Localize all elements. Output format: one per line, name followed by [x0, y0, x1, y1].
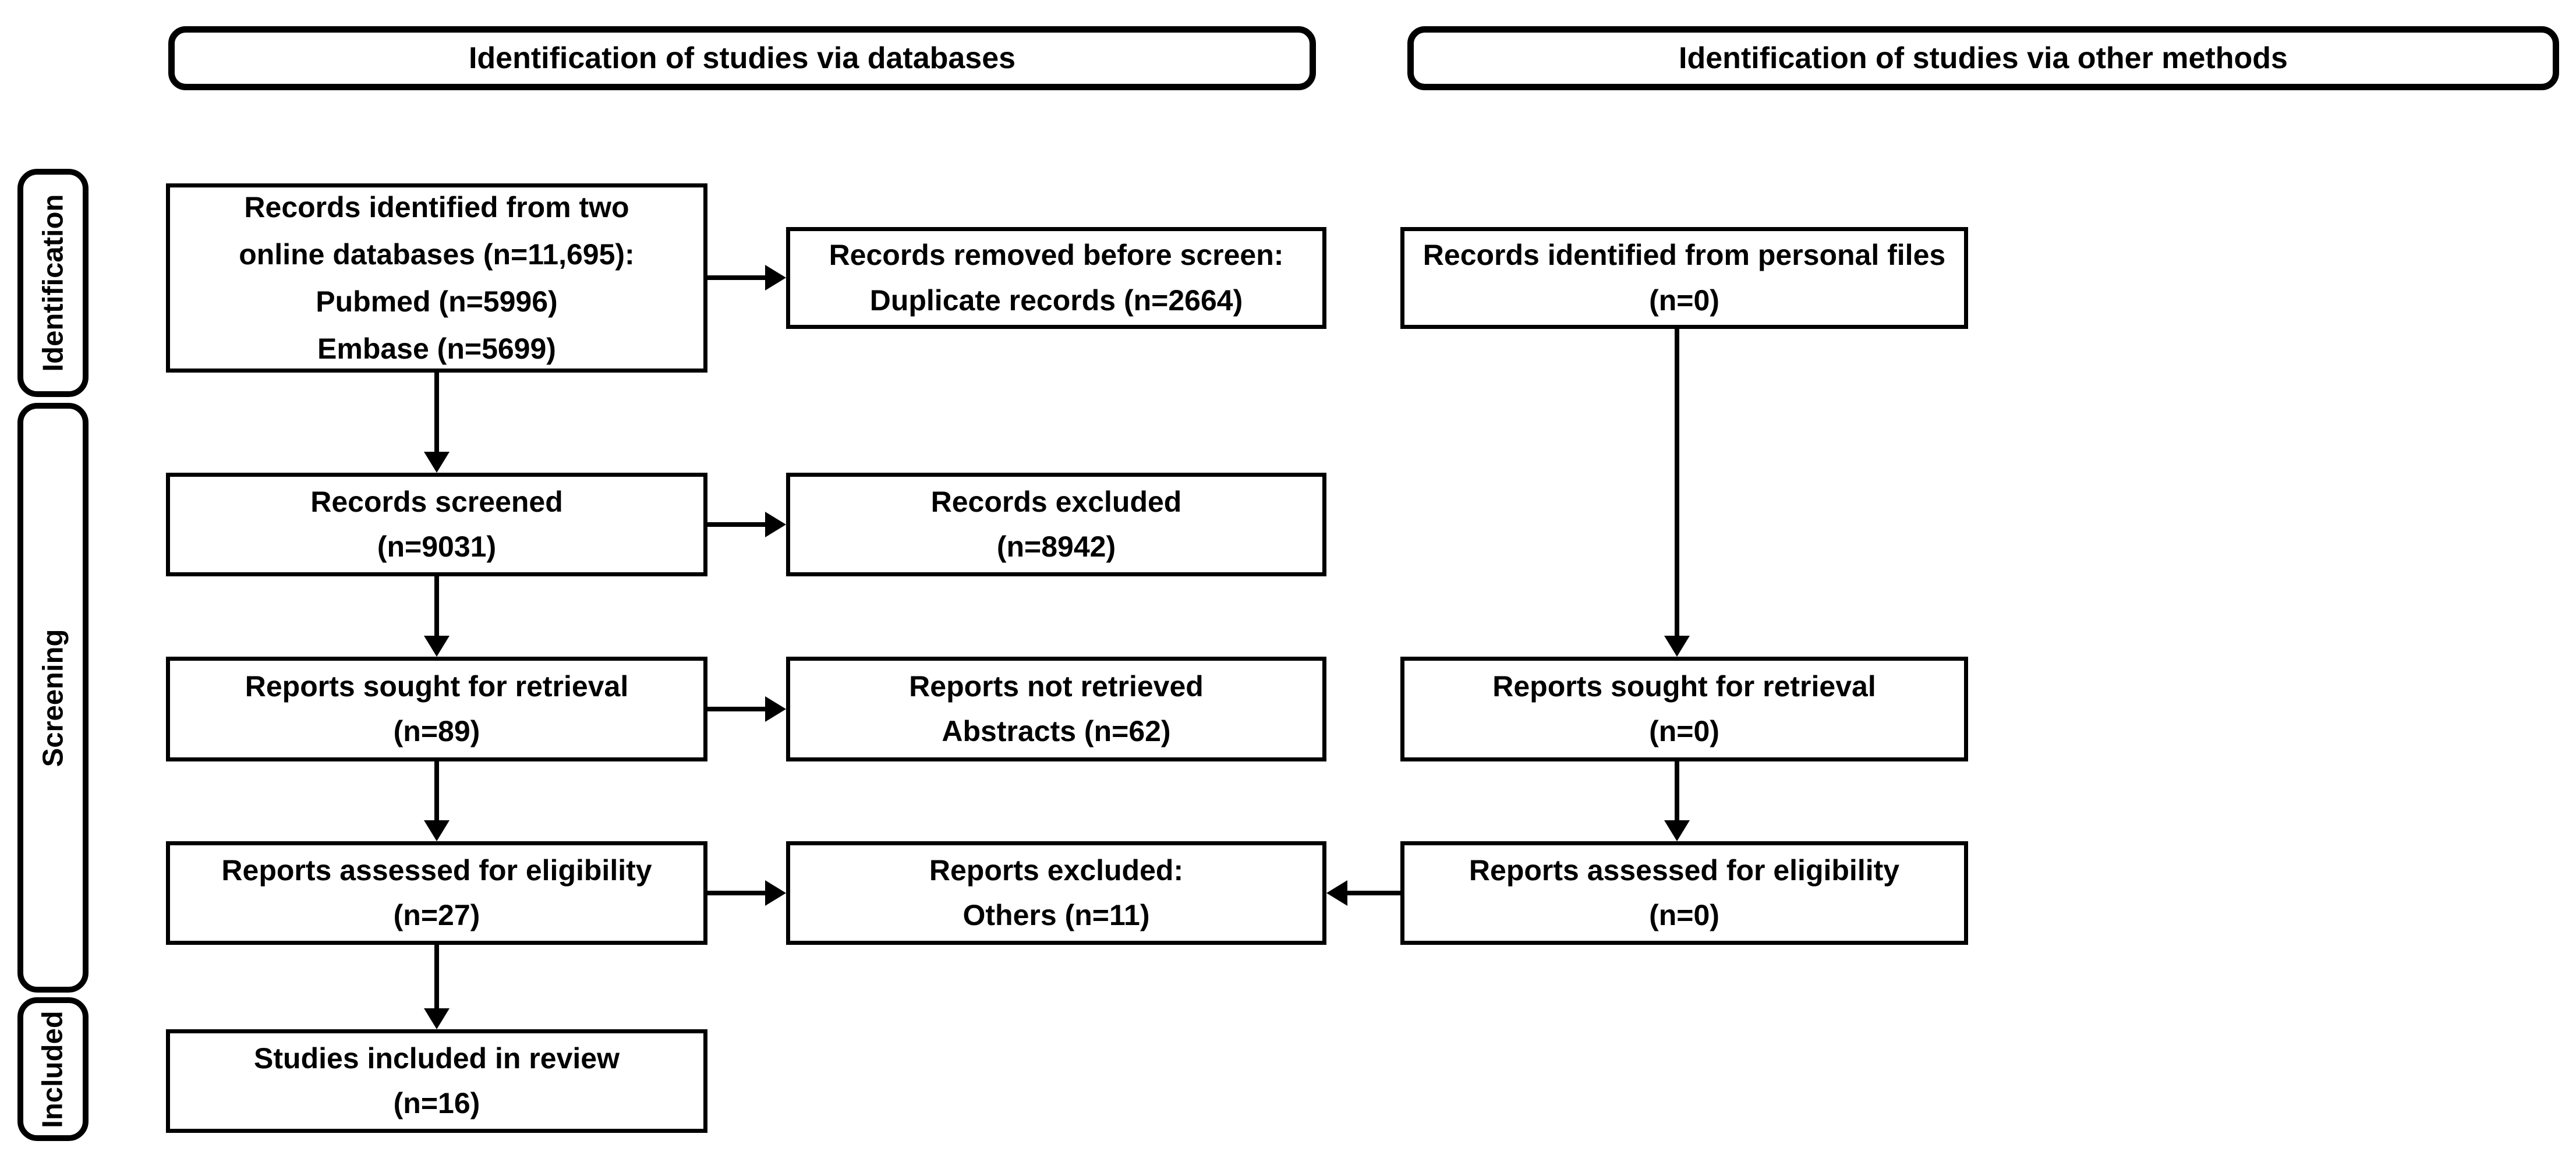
- stage-identification-label: Identification: [37, 194, 69, 372]
- box-studies-included: Studies included in review (n=16): [166, 1029, 707, 1133]
- down-arrow-icon: [424, 820, 450, 841]
- box-reports-assessed-eligibility-other: Reports assessed for eligibility (n=0): [1400, 841, 1968, 945]
- box-reports-assessed-eligibility: Reports assessed for eligibility (n=27): [166, 841, 707, 945]
- box-records-identified-databases: Records identified from two online datab…: [166, 183, 707, 373]
- down-arrow-line: [434, 576, 439, 638]
- stage-included-label: Included: [37, 1010, 69, 1128]
- down-arrow-line: [434, 761, 439, 823]
- right-arrow-line: [707, 707, 766, 711]
- right-arrow-icon: [765, 696, 786, 722]
- box-reports-sought-retrieval-other: Reports sought for retrieval (n=0): [1400, 657, 1968, 761]
- down-arrow-line: [1675, 761, 1679, 823]
- down-arrow-line: [434, 945, 439, 1011]
- left-arrow-line: [1347, 891, 1400, 895]
- right-arrow-icon: [765, 512, 786, 537]
- down-arrow-line: [434, 373, 439, 454]
- down-arrow-icon: [1664, 820, 1690, 841]
- right-arrow-icon: [765, 265, 786, 290]
- down-arrow-icon: [424, 452, 450, 473]
- header-identification-other-methods: Identification of studies via other meth…: [1407, 26, 2559, 90]
- down-arrow-icon: [1664, 636, 1690, 657]
- stage-screening: Screening: [17, 403, 89, 993]
- box-records-screened: Records screened (n=9031): [166, 473, 707, 576]
- header-identification-databases: Identification of studies via databases: [168, 26, 1316, 90]
- box-records-removed-before-screening: Records removed before screen: Duplicate…: [786, 227, 1326, 329]
- right-arrow-line: [707, 522, 766, 527]
- box-reports-not-retrieved: Reports not retrieved Abstracts (n=62): [786, 657, 1326, 761]
- box-reports-sought-retrieval: Reports sought for retrieval (n=89): [166, 657, 707, 761]
- right-arrow-icon: [765, 880, 786, 906]
- left-arrow-icon: [1326, 880, 1347, 906]
- right-arrow-line: [707, 275, 766, 280]
- right-arrow-line: [707, 891, 766, 895]
- down-arrow-icon: [424, 636, 450, 657]
- box-records-excluded: Records excluded (n=8942): [786, 473, 1326, 576]
- stage-identification: Identification: [17, 169, 89, 397]
- box-reports-excluded: Reports excluded: Others (n=11): [786, 841, 1326, 945]
- box-records-personal-files: Records identified from personal files (…: [1400, 227, 1968, 329]
- down-arrow-icon: [424, 1008, 450, 1029]
- stage-screening-label: Screening: [37, 629, 69, 767]
- down-arrow-line: [1675, 329, 1679, 638]
- stage-included: Included: [17, 997, 89, 1141]
